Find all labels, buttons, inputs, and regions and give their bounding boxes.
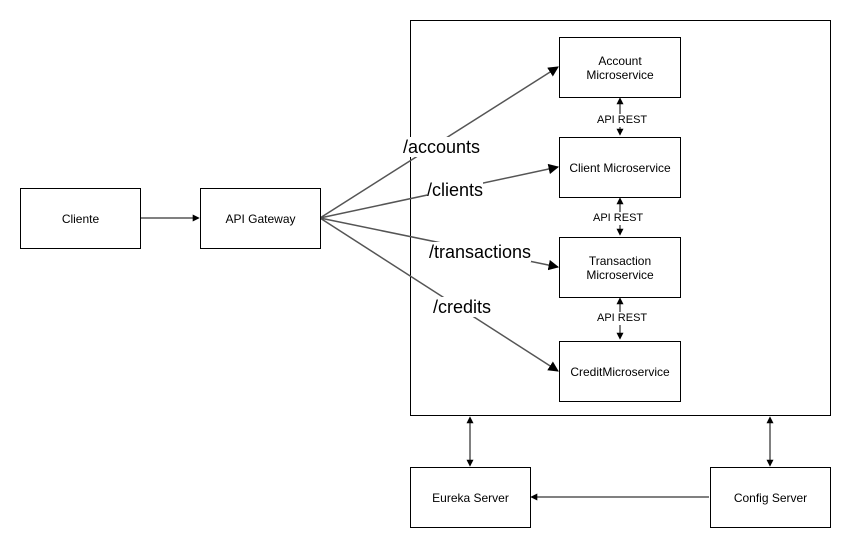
cliente-label: Cliente [61,211,100,226]
client-microservice-node: Client Microservice [559,137,681,198]
api-gateway-label: API Gateway [225,211,296,226]
transaction-microservice-label: Transaction Microservice [586,253,654,282]
api-rest-label-3: API REST [597,312,648,325]
account-microservice-label: Account Microservice [586,53,654,82]
transaction-microservice-node: Transaction Microservice [559,237,681,298]
eureka-server-label: Eureka Server [432,490,509,505]
api-rest-label-2: API REST [593,212,644,225]
route-label-transactions: /transactions [429,242,532,262]
config-server-label: Config Server [733,490,808,505]
cliente-node: Cliente [20,188,141,249]
client-microservice-label: Client Microservice [569,160,671,175]
route-line-credits [319,217,559,372]
credit-microservice-node: CreditMicroservice [559,341,681,402]
credit-microservice-label: CreditMicroservice [570,364,670,379]
api-rest-label-1: API REST [597,114,648,127]
route-label-clients: /clients [427,180,484,200]
route-label-credits: /credits [433,297,492,317]
route-label-accounts: /accounts [403,137,481,157]
account-microservice-node: Account Microservice [559,37,681,98]
api-gateway-node: API Gateway [200,188,321,249]
eureka-server-node: Eureka Server [410,467,531,528]
config-server-node: Config Server [710,467,831,528]
